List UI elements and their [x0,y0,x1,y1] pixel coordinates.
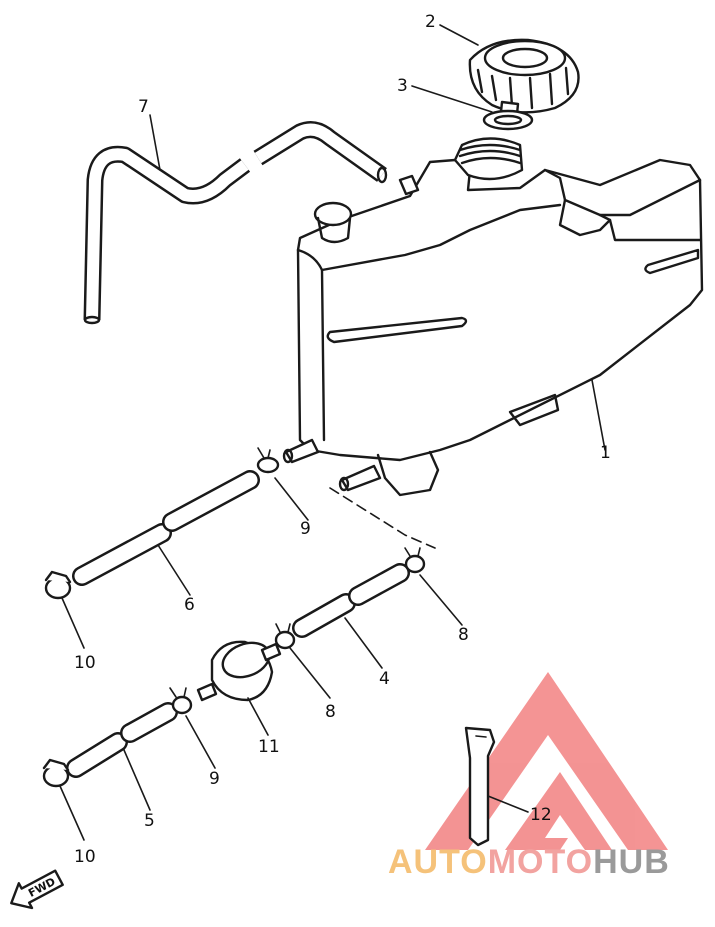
watermark-auto: AUTO [388,843,488,881]
breather-hose [83,121,388,325]
fuel-hose-4 [292,563,410,638]
hose-route-line [329,487,436,549]
callout-1: 1 [600,443,611,463]
hose-clamp-10a [44,570,72,600]
fuel-tank [282,137,704,497]
callout-8b: 8 [325,702,336,722]
callout-4: 4 [379,669,390,689]
callout-2: 2 [425,12,436,32]
callout-12: 12 [530,805,552,825]
leader-lines [59,24,606,841]
cap-gasket [482,109,534,131]
callout-3: 3 [397,76,408,96]
callout-11: 11 [258,737,280,757]
fuel-hose-6 [72,470,260,586]
forward-arrow-icon: FWD [10,869,64,910]
fuel-cap [468,38,580,126]
callout-6: 6 [184,595,195,615]
hose-clamp-10b [42,758,70,788]
watermark-moto: MOTO [488,843,593,881]
watermark-text: AUTOMOTOHUB [388,843,670,881]
callout-5: 5 [144,811,155,831]
hose-clip-8b [274,623,296,650]
fuel-hose-5 [66,702,178,778]
fuel-filter [196,640,282,702]
callout-8a: 8 [458,625,469,645]
tank-strap [464,726,496,847]
svg-text:AUTOMOTOHUB: AUTOMOTOHUB [388,843,670,881]
callout-9a: 9 [300,519,311,539]
watermark-hub: HUB [593,843,670,881]
callout-10a: 10 [74,653,96,673]
callout-10b: 10 [74,847,96,867]
hose-clip-8a [404,547,426,574]
callout-7: 7 [138,97,149,117]
hose-clip-9b [169,687,193,715]
callout-9b: 9 [209,769,220,789]
hose-clip-9a [256,447,280,474]
